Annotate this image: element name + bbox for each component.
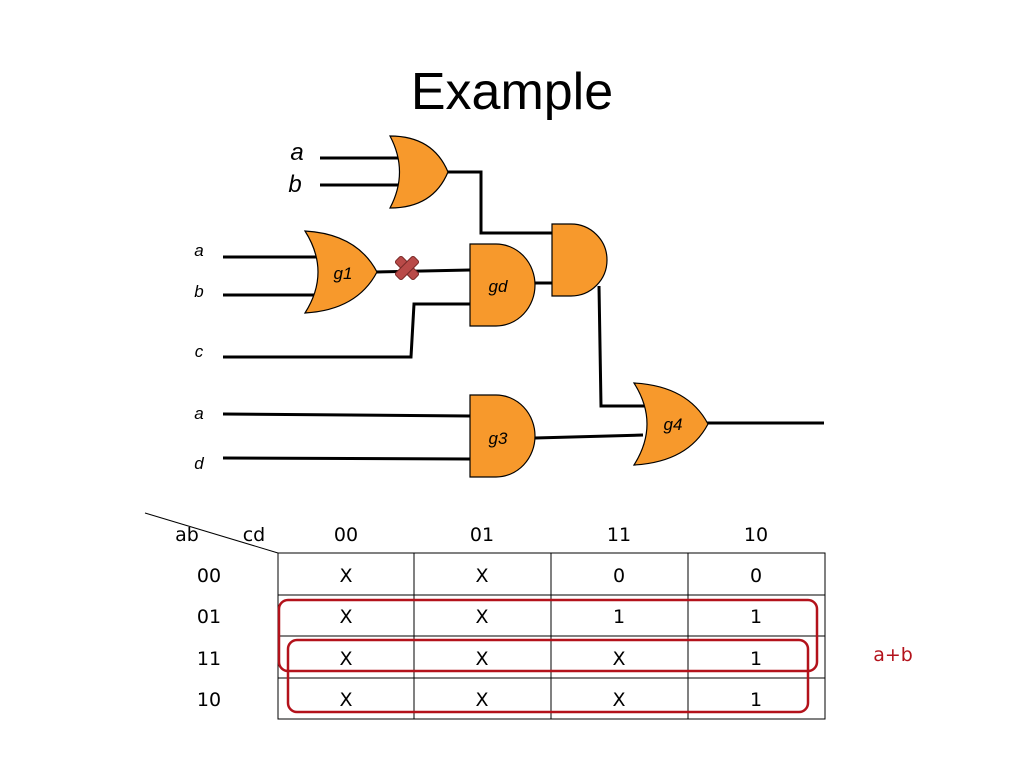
kmap-cell: 1 (613, 606, 625, 628)
fault-cross-icon (394, 255, 420, 281)
wire-top-or-out (447, 170, 553, 235)
top-or-gate (389, 135, 449, 209)
input-label-top-a: a (290, 139, 303, 166)
wire-c (223, 302, 470, 359)
kmap-col-headers: 00 01 11 10 (334, 524, 768, 546)
kmap-cell: X (475, 565, 488, 587)
gd-label: gd (489, 277, 508, 296)
input-label-c: c (195, 342, 204, 361)
kmap-cell: X (475, 606, 488, 628)
kmap-cell: 1 (750, 606, 762, 628)
kmap-cell: X (339, 648, 352, 670)
kmap-cell: X (612, 689, 625, 711)
top-and-gate (551, 223, 608, 297)
kmap-cells: X X 0 0 X X 1 1 X X X 1 X X X 1 (339, 565, 762, 711)
input-label-g3-a: a (194, 404, 203, 423)
circuit-wires (222, 156, 824, 461)
kmap-row-header: 00 (197, 565, 221, 587)
kmap-row-header: 10 (197, 689, 221, 711)
g3-label: g3 (489, 429, 508, 448)
g1-label: g1 (334, 264, 353, 283)
wire-top-and-out (597, 285, 645, 408)
kmap-cell: X (612, 648, 625, 670)
input-label-g1-b: b (194, 282, 203, 301)
kmap-group-annotation: a+b (873, 644, 913, 666)
kmap-row-headers: 00 01 11 10 (197, 565, 221, 711)
kmap-col-header: 10 (744, 524, 768, 546)
kmap-corner-diagonal (144, 512, 279, 554)
kmap-cell: 1 (750, 648, 762, 670)
kmap: ab cd 00 01 11 10 00 01 11 10 X X 0 (144, 512, 913, 720)
wire-g3-out (534, 433, 644, 440)
g3-and-gate (469, 394, 536, 478)
gd-and-gate (469, 243, 536, 327)
kmap-grid (277, 552, 826, 720)
kmap-group-ab-11-10 (286, 638, 810, 714)
kmap-cell: X (339, 606, 352, 628)
kmap-row-header: 11 (197, 648, 221, 670)
input-label-g1-a: a (194, 241, 203, 260)
slide-title: Example (410, 63, 614, 121)
input-label-top-b: b (288, 171, 301, 198)
kmap-col-header: 11 (607, 524, 631, 546)
wire-g1-out (375, 268, 471, 274)
wire-g3-d (222, 456, 471, 461)
kmap-col-var: cd (243, 524, 266, 546)
kmap-cell: X (475, 689, 488, 711)
kmap-col-header: 01 (470, 524, 494, 546)
kmap-cell: X (339, 689, 352, 711)
input-label-g3-d: d (194, 454, 204, 473)
kmap-cell: 1 (750, 689, 762, 711)
kmap-cell: X (475, 648, 488, 670)
kmap-cell: 0 (613, 565, 625, 587)
g4-label: g4 (664, 415, 683, 434)
kmap-row-header: 01 (197, 606, 221, 628)
g4-or-gate (632, 382, 709, 466)
kmap-group-ab-01-11 (277, 598, 819, 673)
g1-or-gate (303, 230, 378, 314)
wire-g3-a (222, 412, 471, 418)
kmap-col-header: 00 (334, 524, 358, 546)
kmap-row-var: ab (175, 524, 199, 546)
kmap-cell: X (339, 565, 352, 587)
kmap-cell: 0 (750, 565, 762, 587)
